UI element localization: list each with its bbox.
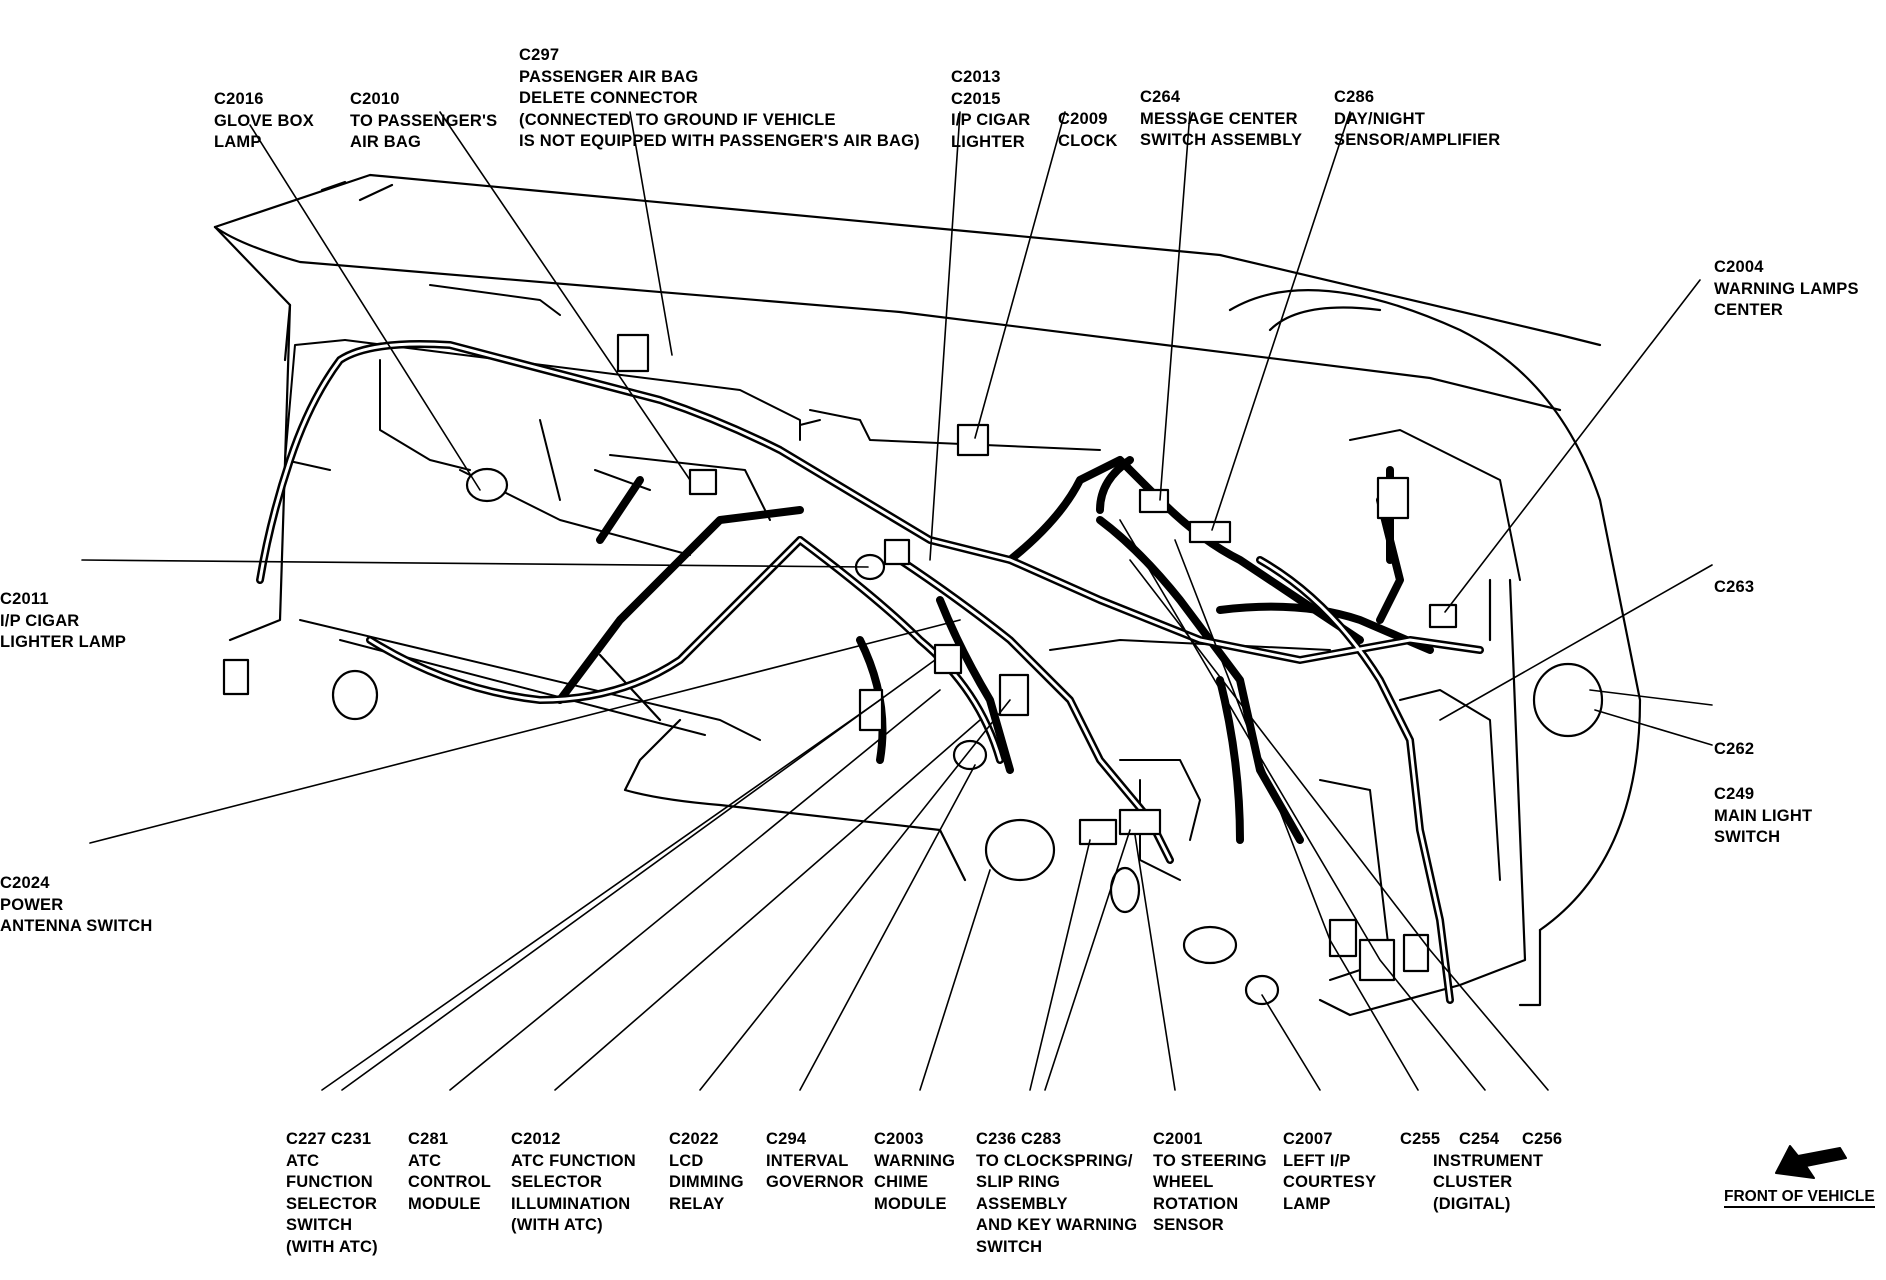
c236-connector	[1078, 818, 1118, 846]
c2016-connector	[222, 658, 250, 696]
c286-connector	[1188, 520, 1232, 544]
label-c262: C262	[1714, 740, 1755, 758]
wire-harness	[256, 340, 1484, 1004]
c2024-switch	[331, 669, 379, 721]
instrument-cluster-socket	[1182, 925, 1238, 965]
c2004-upper-connector	[1376, 476, 1410, 520]
c2016-lamp	[465, 467, 509, 503]
c2007-lamp	[1244, 974, 1280, 1006]
label-c255: C255	[1400, 1130, 1441, 1148]
dashboard-outline	[213, 173, 1642, 1017]
front-of-vehicle-label: FRONT OF VEHICLE	[1724, 1188, 1875, 1208]
c294-socket	[952, 739, 988, 771]
front-of-vehicle-arrow	[1775, 1145, 1847, 1179]
c256-connector	[1402, 933, 1430, 973]
c255-connector	[1328, 918, 1358, 958]
c227-connector	[933, 643, 963, 675]
label-c256: C256	[1522, 1130, 1563, 1148]
c281-connector	[858, 688, 884, 732]
c249-switch	[1532, 662, 1604, 738]
c2022-connector	[998, 673, 1030, 717]
c2010-connector	[688, 468, 718, 496]
connectors	[222, 333, 1604, 1006]
c2003-chime	[984, 818, 1056, 882]
label-c263: C263	[1714, 578, 1755, 596]
wiring-harness-diagram	[81, 111, 1847, 1179]
c2001-connector	[1118, 808, 1162, 836]
c2013-connector	[883, 538, 911, 566]
leader-lines	[81, 111, 1713, 1091]
c297-connector	[616, 333, 650, 373]
c264-connector	[1138, 488, 1170, 514]
wire-harness-inner	[258, 342, 1482, 1002]
c2004-connector	[1428, 603, 1458, 629]
c254-connector	[1358, 938, 1396, 982]
c2009-connector	[956, 423, 990, 457]
